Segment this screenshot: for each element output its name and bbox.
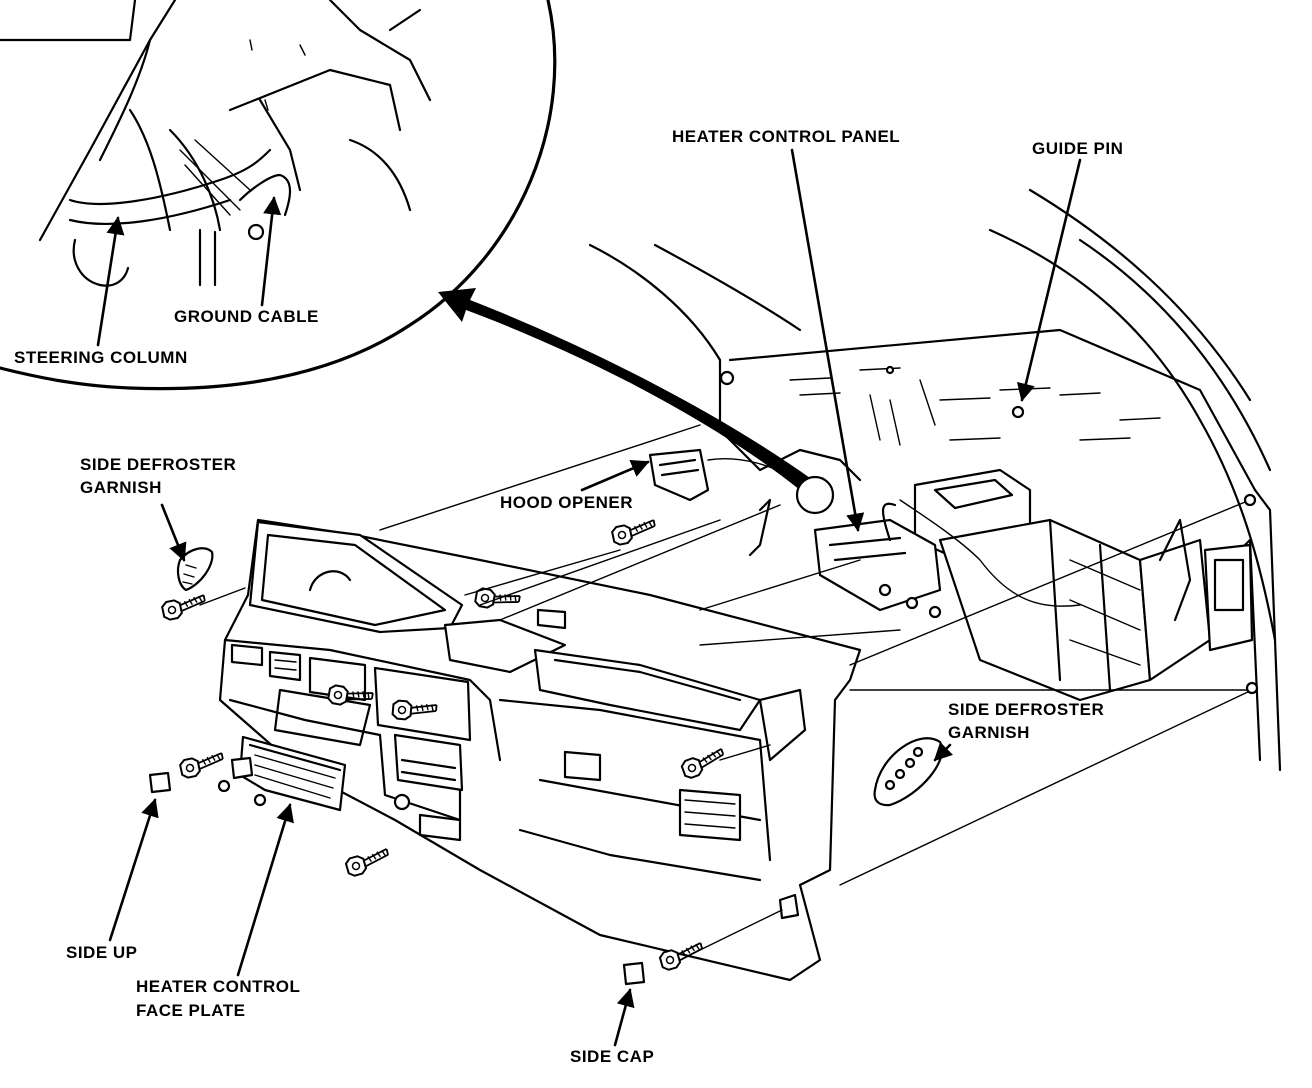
dashboard-assembly (218, 518, 862, 982)
label-heater-control-face-plate-line1: HEATER CONTROL (136, 977, 300, 996)
label-side-defroster-left-line2: GARNISH (80, 478, 162, 497)
label-hood-opener: HOOD OPENER (500, 493, 633, 512)
label-side-defroster-right-line2: GARNISH (948, 723, 1030, 742)
steering-column-detail-inset (0, 0, 557, 391)
side-cap-left (148, 771, 172, 794)
label-guide-pin: GUIDE PIN (1032, 139, 1123, 158)
vehicle-body-shell (588, 188, 1282, 772)
label-heater-control-face-plate-line2: FACE PLATE (136, 1001, 246, 1020)
side-defroster-garnish-right (873, 737, 943, 807)
callout-labels: HEATER CONTROL PANEL GUIDE PIN GROUND CA… (14, 127, 1123, 1066)
label-ground-cable: GROUND CABLE (174, 307, 319, 326)
label-steering-column: STEERING COLUMN (14, 348, 188, 367)
label-side-cap: SIDE CAP (570, 1047, 654, 1066)
side-defroster-garnish-left (176, 547, 214, 592)
side-cap-right (622, 961, 646, 986)
heater-unit-assembly (758, 448, 1254, 702)
label-heater-control-panel: HEATER CONTROL PANEL (672, 127, 900, 146)
label-side-defroster-left-line1: SIDE DEFROSTER (80, 455, 236, 474)
label-side-defroster-right-line1: SIDE DEFROSTER (948, 700, 1104, 719)
leader-lines (96, 148, 1082, 1047)
label-side-up: SIDE UP (66, 943, 138, 962)
heater-control-face-plate (217, 735, 347, 812)
hood-opener-lever (648, 448, 835, 557)
large-curved-arrow-icon (438, 288, 810, 490)
alignment-lines (199, 424, 1259, 951)
